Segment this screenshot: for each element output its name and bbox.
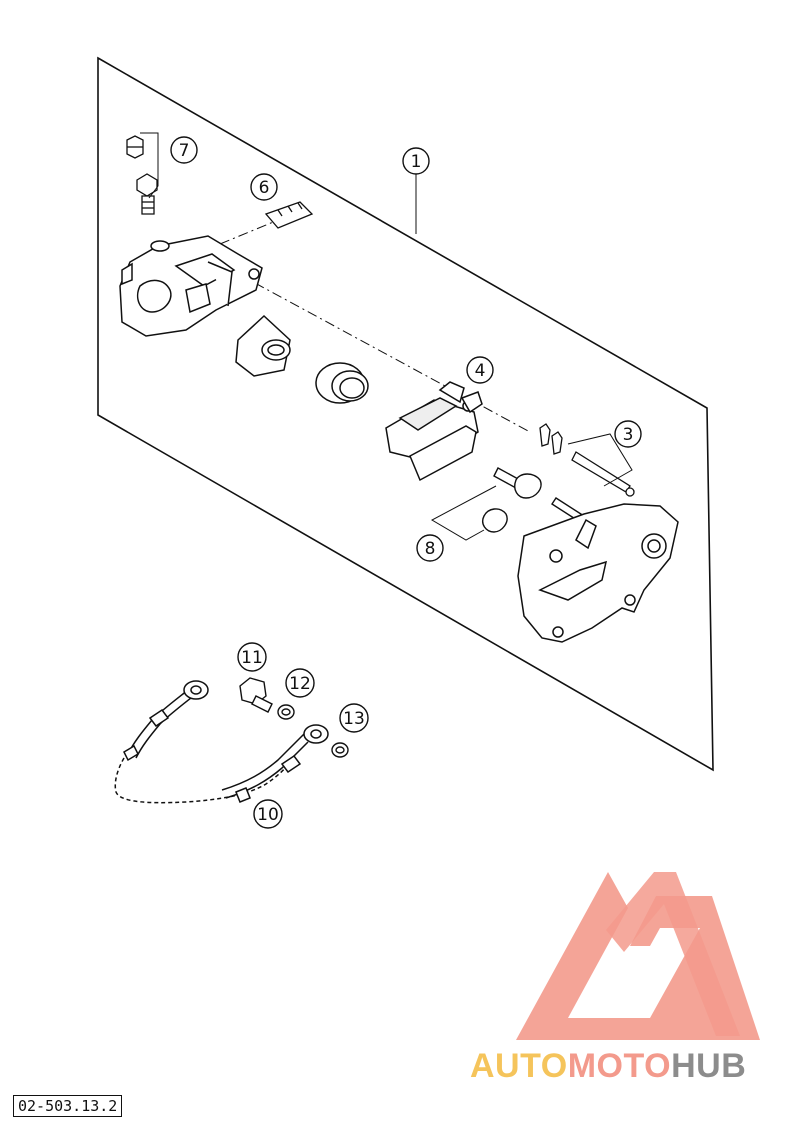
slide-pin-part: [482, 467, 585, 533]
svg-text:1: 1: [411, 152, 422, 172]
watermark-part-hub: HUB: [671, 1047, 747, 1085]
callout-3: 3: [614, 420, 642, 448]
watermark-part-auto: AUTO: [470, 1047, 568, 1085]
leader-8: [430, 485, 497, 541]
svg-text:4: 4: [475, 361, 486, 381]
brake-hose-part: [114, 680, 329, 804]
watermark-part-moto: MOTO: [567, 1047, 672, 1085]
svg-text:11: 11: [241, 648, 263, 668]
callout-12: 12: [285, 668, 315, 698]
bleed-screw-part: [126, 135, 158, 215]
brake-pad-part: [385, 381, 483, 482]
callout-1: 1: [402, 147, 430, 175]
callout-8: 8: [416, 534, 444, 562]
assembly-boundary: [97, 56, 714, 772]
guide-pin-part: [539, 423, 635, 497]
brake-piston-part: [235, 314, 291, 377]
leader-3: [567, 433, 633, 487]
callout-10: 10: [253, 799, 283, 829]
svg-text:3: 3: [623, 425, 634, 445]
watermark-brand-text: AUTOMOTOHUB: [470, 1046, 790, 1086]
svg-text:10: 10: [257, 805, 279, 825]
caliper-bracket-part: [517, 503, 679, 643]
callout-4: 4: [466, 356, 494, 384]
assembly-axis-lines: [219, 217, 531, 433]
callout-13: 13: [339, 703, 369, 733]
piston-seal-part: [315, 362, 369, 404]
svg-text:8: 8: [425, 539, 436, 559]
callout-7: 7: [170, 136, 198, 164]
callout-6: 6: [250, 173, 278, 201]
svg-text:6: 6: [259, 178, 270, 198]
banjo-bolt-part: [239, 677, 273, 713]
leader-7: [140, 132, 159, 199]
callout-11: 11: [237, 642, 267, 672]
drawing-id-label: 02-503.13.2: [13, 1095, 123, 1117]
svg-text:13: 13: [343, 709, 365, 729]
watermark-logo-icon: [516, 872, 760, 1040]
svg-text:12: 12: [289, 674, 311, 694]
sealing-washer-part: [277, 704, 349, 758]
pad-spring-part: [264, 201, 314, 229]
caliper-housing-part: [119, 235, 263, 337]
svg-text:7: 7: [179, 141, 190, 161]
